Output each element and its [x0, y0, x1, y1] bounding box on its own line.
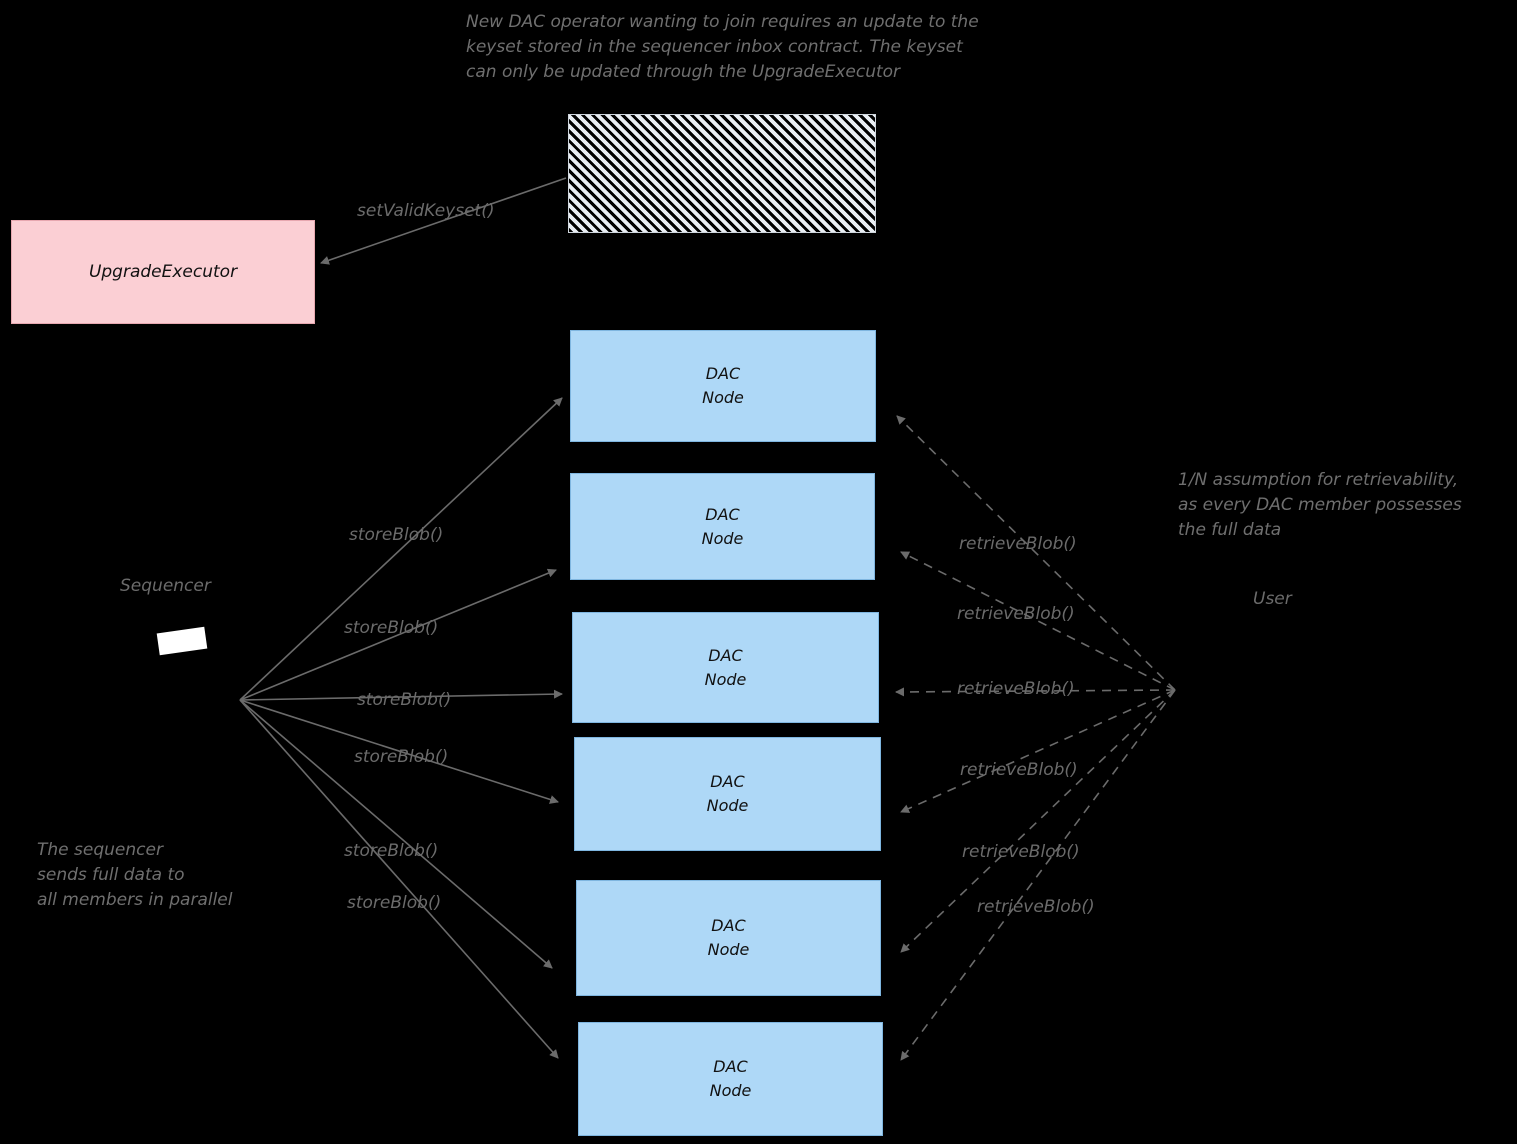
edge-label-store-blob-2: storeBlob() [344, 618, 439, 638]
edge-label-retrieve-blob-2: retrieveBlob() [957, 604, 1075, 624]
dac-node-label: DAC Node [702, 364, 744, 407]
upgrade-executor-box[interactable]: UpgradeExecutor [11, 220, 315, 324]
edge-label-retrieve-blob-4: retrieveBlob() [960, 760, 1078, 780]
dac-node-1[interactable]: DAC Node [570, 330, 876, 442]
user-label: User [1253, 589, 1292, 609]
dac-node-label: DAC Node [701, 504, 744, 548]
sequencer-label: Sequencer [120, 576, 211, 596]
sequencer-inbox-box[interactable] [568, 114, 876, 233]
dac-node-label: DAC Node [706, 772, 749, 815]
dac-node-4[interactable]: DAC Node [574, 737, 881, 851]
note-top: New DAC operator wanting to join require… [466, 12, 979, 82]
edge-label-set-valid-keyset: setValidKeyset() [357, 201, 495, 221]
edge-label-store-blob-6: storeBlob() [347, 893, 442, 913]
dac-node-2[interactable]: DAC Node [570, 473, 875, 580]
dac-node-label: DAC Node [709, 1057, 752, 1100]
edge-label-retrieve-blob-6: retrieveBlob() [977, 897, 1095, 917]
edge-label-store-blob-3: storeBlob() [357, 690, 452, 710]
dac-node-3[interactable]: DAC Node [572, 612, 879, 723]
edge-label-store-blob-1: storeBlob() [349, 525, 444, 545]
dac-node-6[interactable]: DAC Node [578, 1022, 883, 1136]
upgrade-executor-label: UpgradeExecutor [88, 262, 238, 282]
edge-label-store-blob-5: storeBlob() [344, 841, 439, 861]
edge-label-retrieve-blob-1: retrieveBlob() [959, 534, 1077, 554]
edge-label-retrieve-blob-3: retrieveBlob() [957, 679, 1075, 699]
edge-label-store-blob-4: storeBlob() [354, 747, 449, 767]
note-bottom-left: The sequencer sends full data to all mem… [37, 840, 233, 910]
dac-node-label: DAC Node [704, 645, 747, 689]
dac-node-label: DAC Node [707, 916, 750, 959]
note-right: 1/N assumption for retrievability, as ev… [1178, 470, 1462, 540]
edge-label-retrieve-blob-5: retrieveBlob() [962, 842, 1080, 862]
dac-node-5[interactable]: DAC Node [576, 880, 881, 996]
